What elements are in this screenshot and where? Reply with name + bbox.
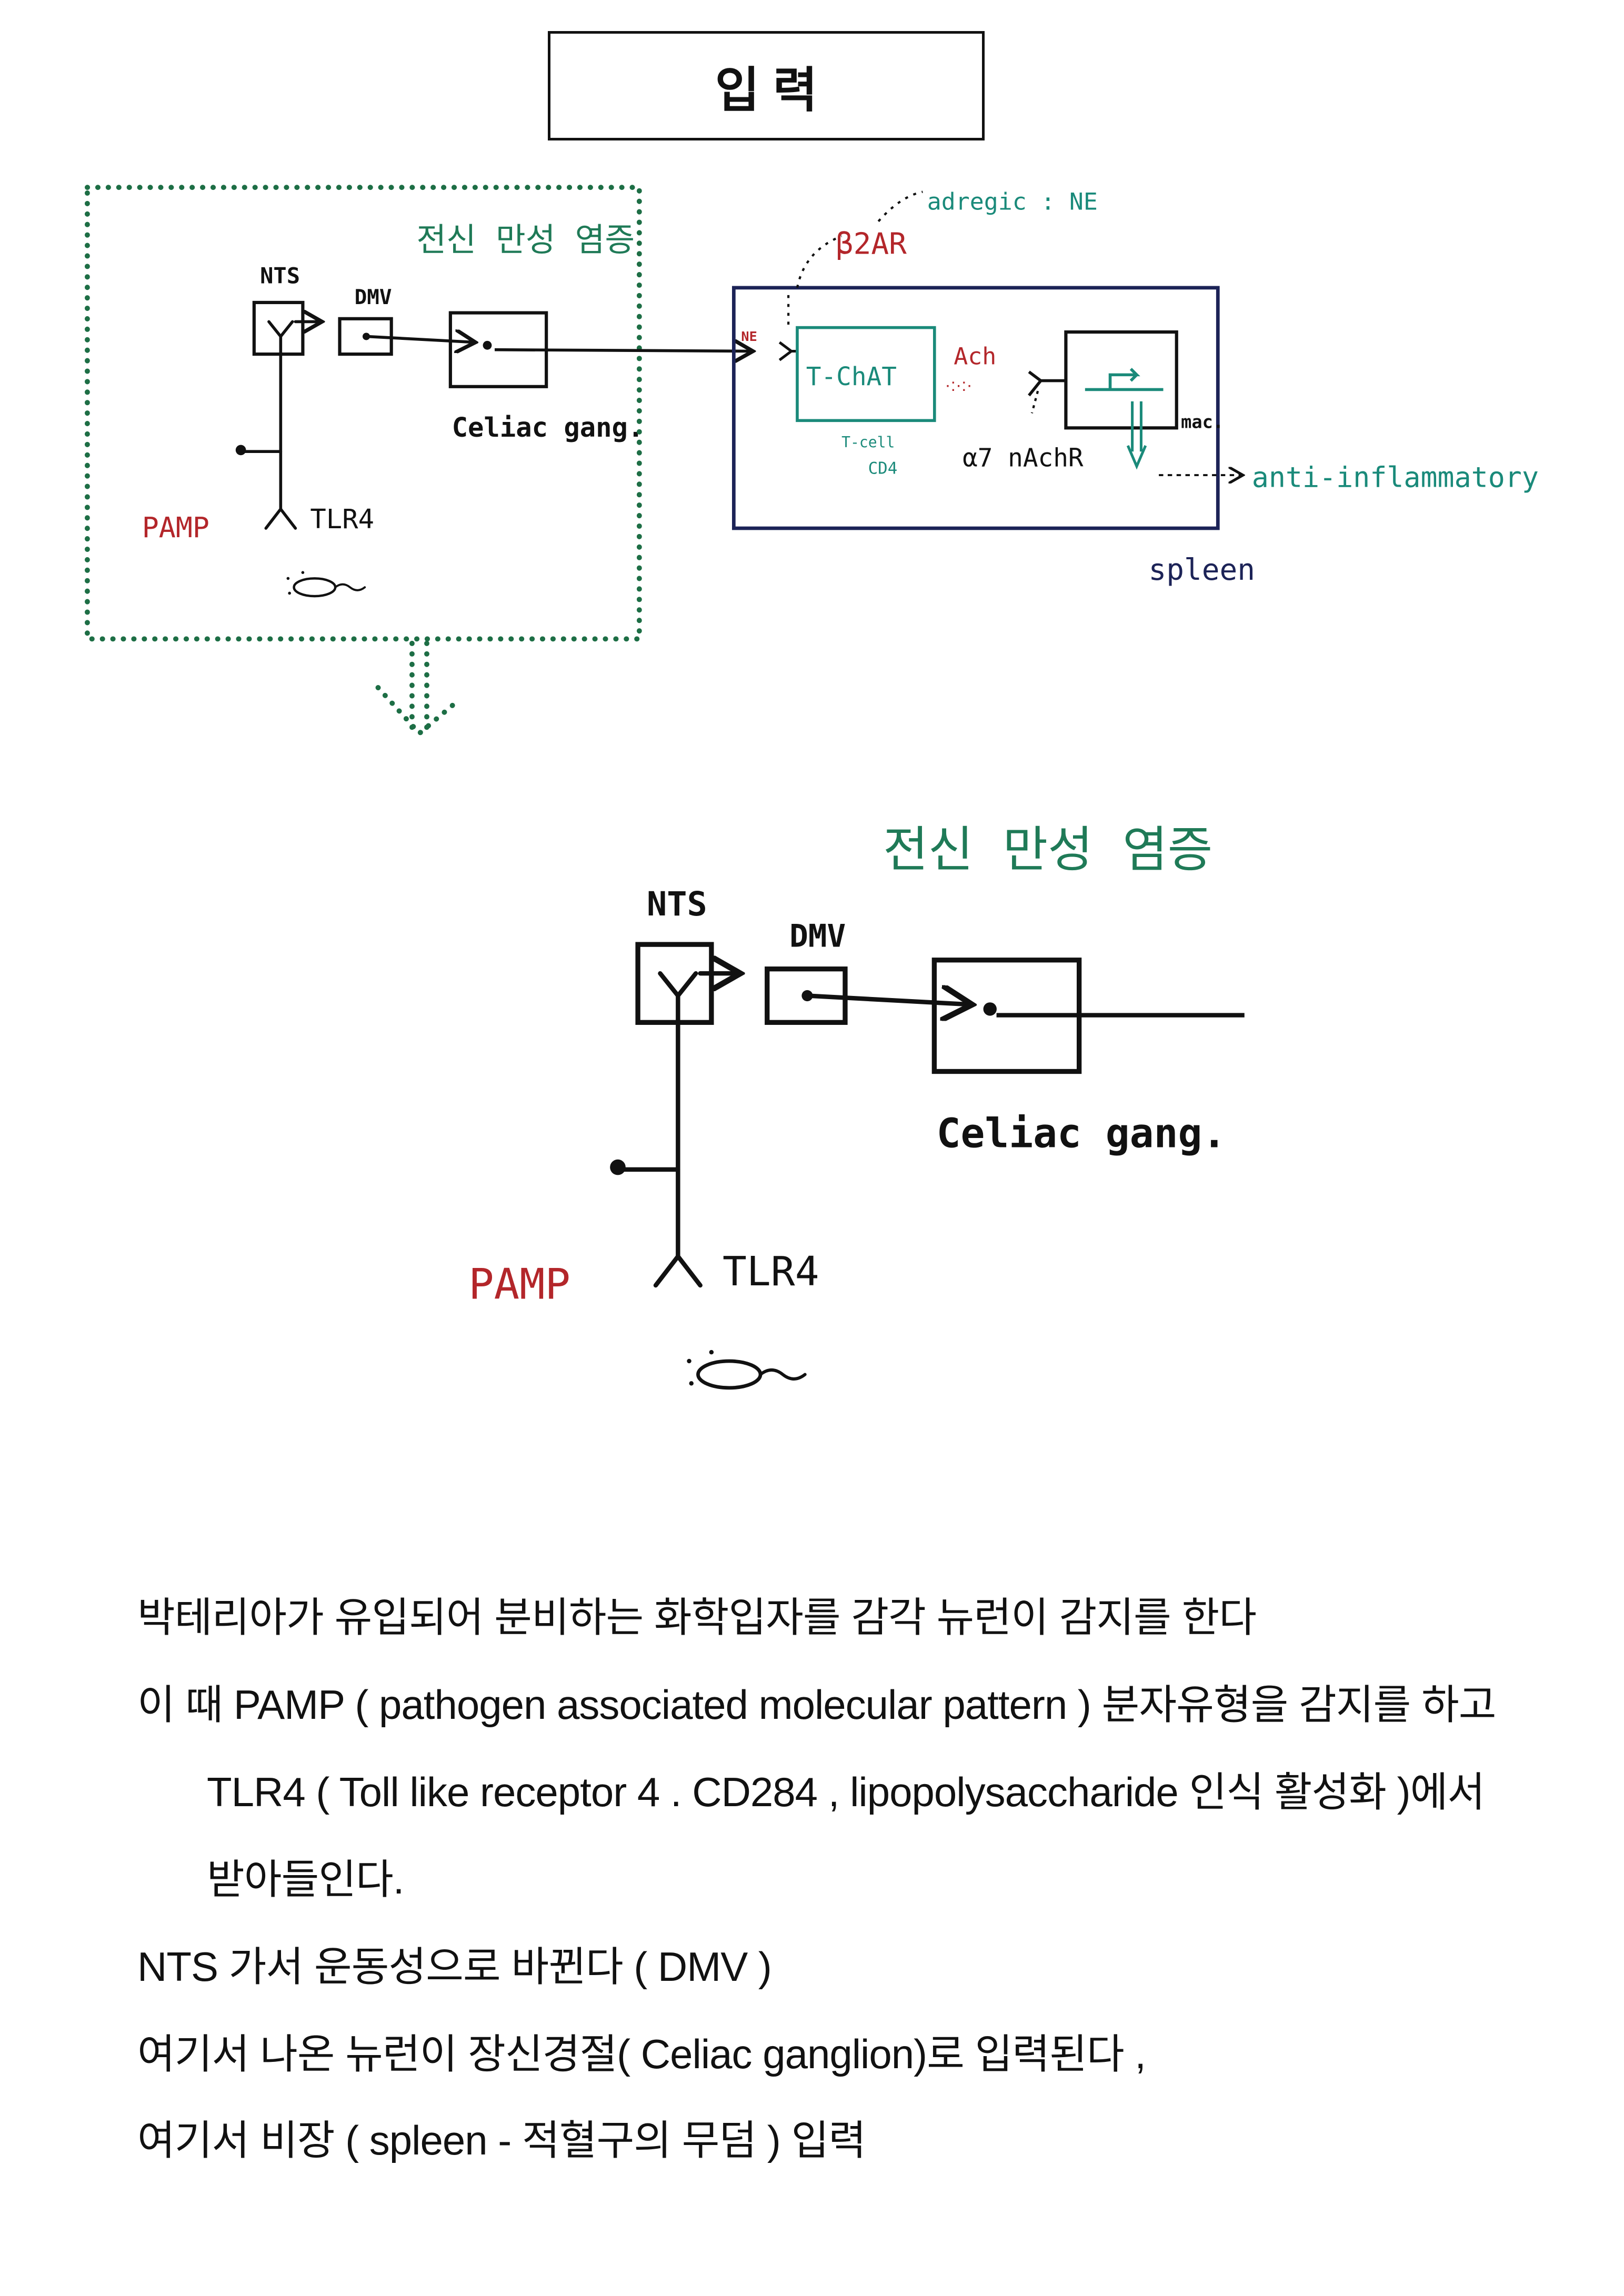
ach-label: Ach	[954, 343, 996, 370]
adregic-leader	[877, 190, 923, 223]
ne-label: NE	[741, 329, 757, 344]
tcell-label: T-cell	[841, 434, 895, 451]
zoomed-neural-pathway-diagram: 전신 만성 염증 NTS DMV Celiac gang. TLR4 PAMP	[468, 821, 1227, 1390]
body-line-6: 여기서 나온 뉴런이 장신경절( Celiac ganglion)로 입력된다 …	[137, 2031, 1146, 2077]
tchat-label: T-ChAT	[806, 362, 897, 391]
adregic-label: adregic : NE	[927, 187, 1098, 215]
neural-pathway-diagram: 전신 만성 염증 NTS DMV Celiac gang. TLR4 PAMP	[142, 221, 644, 598]
dmv-label: DMV	[355, 286, 392, 309]
nts-label: NTS	[647, 884, 707, 923]
branch-dot	[235, 445, 246, 456]
dmv-to-celiac-arrow	[365, 336, 476, 342]
body-line-1: 박테리아가 유입되어 분비하는 화학입자를 감각 뉴런이 감지를 한다	[137, 1594, 1257, 1640]
tlr4-receptor-icon	[653, 1253, 703, 1288]
mac-label: mac.	[1181, 411, 1224, 432]
body-line-4: 받아들인다.	[207, 1856, 404, 1902]
zoomed-diagram: 전신 만성 염증 NTS DMV Celiac gang. TLR4 PAMP	[468, 821, 1245, 1390]
tlr4-label: TLR4	[310, 503, 374, 535]
bacterium-icon	[286, 571, 366, 598]
tchat-box	[796, 326, 936, 422]
branch-dot	[610, 1159, 626, 1175]
celiac-dot	[983, 1002, 997, 1016]
inflammation-label: 전신 만성 염증	[416, 221, 635, 259]
nts-receptor-icon	[658, 971, 698, 1025]
body-line-3: TLR4 ( Toll like receptor 4 . CD284 , li…	[207, 1769, 1485, 1815]
output-down-arrow	[1126, 401, 1147, 470]
cd4-label: CD4	[868, 459, 898, 478]
pamp-label: PAMP	[142, 511, 209, 544]
gene-expression-icon	[1085, 368, 1164, 391]
body-line-7: 여기서 비장 ( spleen - 적혈구의 무덤 ) 입력	[137, 2117, 866, 2163]
celiac-dot	[483, 340, 492, 350]
nts-box	[635, 942, 714, 1025]
nts-receptor-icon	[267, 320, 294, 356]
pamp-label: PAMP	[468, 1259, 570, 1308]
dotted-down-arrow	[375, 640, 460, 737]
beta2ar-label: β2AR	[836, 227, 907, 261]
spleen-diagram: spleen β2AR adregic : NE NE T-ChAT T-cel…	[731, 187, 1539, 587]
section-title-text: 입 력	[715, 63, 818, 117]
tlr4-receptor-icon	[264, 506, 297, 530]
a7nachr-label: α7 nAchR	[963, 444, 1084, 472]
selection-dotted-box	[85, 185, 642, 642]
dmv-to-celiac-arrow	[805, 996, 972, 1005]
ach-molecules: ·:·:·	[945, 376, 972, 395]
body-line-5: NTS 가서 운동성으로 바뀐다 ( DMV )	[137, 1943, 772, 1990]
nts-box	[252, 300, 305, 356]
nts-label: NTS	[260, 263, 300, 288]
celiac-label: Celiac gang.	[452, 412, 644, 443]
celiac-label: Celiac gang.	[937, 1110, 1227, 1156]
inflammation-label: 전신 만성 염증	[883, 821, 1212, 878]
spleen-label: spleen	[1148, 553, 1255, 587]
ne-receptor-icon	[778, 341, 797, 361]
beta2ar-leader	[796, 235, 842, 288]
tlr4-label: TLR4	[723, 1248, 819, 1295]
macrophage-box	[1064, 330, 1178, 430]
spleen-box	[731, 286, 1220, 530]
section-title: 입 력	[548, 31, 985, 140]
a7-receptor-icon	[1028, 370, 1066, 397]
dmv-label: DMV	[789, 918, 846, 954]
anti-inflammatory-label: anti-inflammatory	[1252, 461, 1539, 494]
bacterium-icon	[687, 1350, 807, 1390]
celiac-to-spleen-arrow	[494, 350, 753, 351]
body-line-2: 이 때 PAMP ( pathogen associated molecular…	[137, 1681, 1496, 1728]
